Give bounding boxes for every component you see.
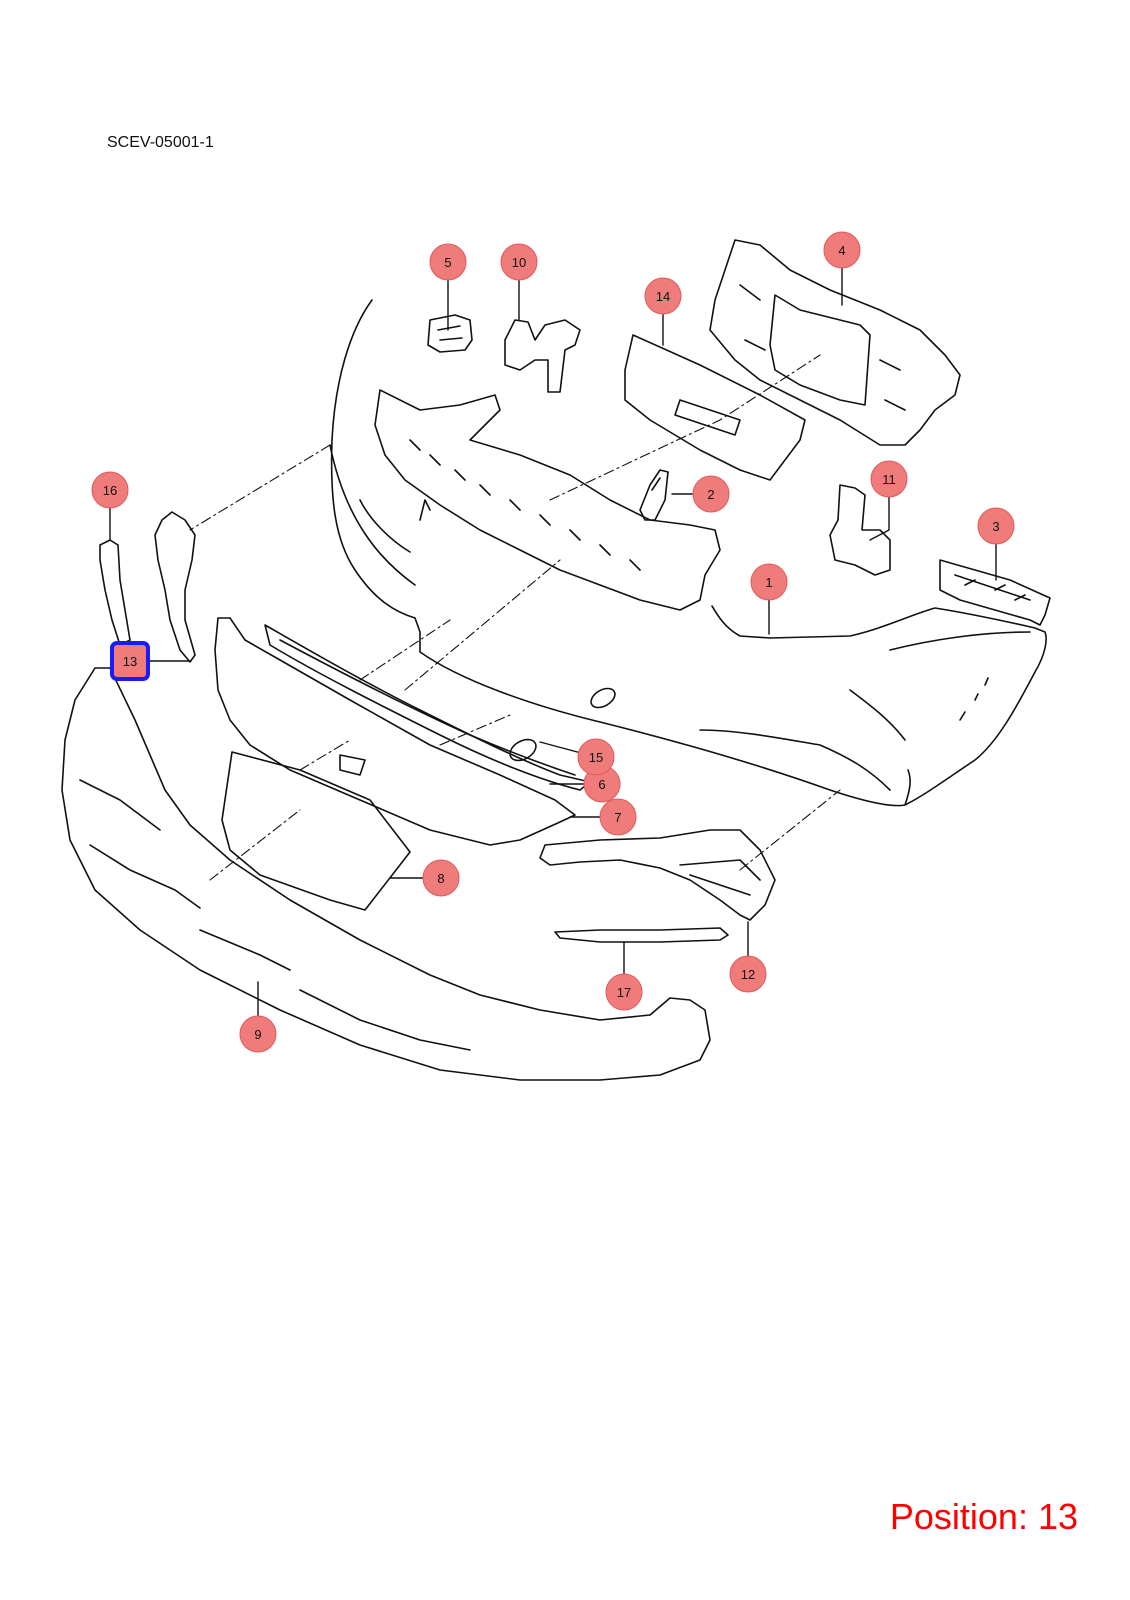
callout-circle <box>977 507 1015 545</box>
callout-label: 1 <box>765 575 772 590</box>
callout-17[interactable]: 17 <box>605 973 643 1011</box>
part-16-trim[interactable] <box>99 539 131 646</box>
callout-4[interactable]: 4 <box>823 231 861 269</box>
callout-13[interactable]: 13 <box>110 641 150 681</box>
part-14-plate[interactable] <box>624 334 806 481</box>
callout-circle <box>750 563 788 601</box>
callout-5[interactable]: 5 <box>429 243 467 281</box>
callout-circle <box>692 475 730 513</box>
callout-1[interactable]: 1 <box>750 563 788 601</box>
assembly-guides <box>189 354 841 881</box>
callout-label: 5 <box>444 255 451 270</box>
diagram-code: SCEV-05001-1 <box>107 134 214 151</box>
part-7-panel[interactable] <box>214 617 576 846</box>
callout-3[interactable]: 3 <box>977 507 1015 545</box>
part-3-bracket[interactable] <box>939 559 1051 626</box>
part-9-lower-bumper[interactable] <box>61 667 711 1081</box>
callout-label: 15 <box>589 750 603 765</box>
callout-2[interactable]: 2 <box>692 475 730 513</box>
callout-circle <box>870 460 908 498</box>
part-4-carrier[interactable] <box>709 239 961 446</box>
callout-circle <box>605 973 643 1011</box>
part-2-bracket[interactable] <box>639 469 669 521</box>
callout-label: 14 <box>656 289 670 304</box>
callout-label: 16 <box>103 483 117 498</box>
part-12-side-grille[interactable] <box>539 829 776 921</box>
callout-label: 4 <box>838 243 845 258</box>
callout-12[interactable]: 12 <box>729 955 767 993</box>
part-17-strip[interactable] <box>554 927 729 943</box>
part-11-bracket[interactable] <box>829 484 891 576</box>
callout-circle <box>577 738 615 776</box>
part-reinforcement-beam[interactable] <box>374 389 721 611</box>
callout-14[interactable]: 14 <box>644 277 682 315</box>
part-5-bracket[interactable] <box>427 314 473 353</box>
callout-circle <box>422 859 460 897</box>
callout-circle <box>429 243 467 281</box>
callout-circle <box>599 798 637 836</box>
callout-label: 11 <box>882 472 896 487</box>
part-6-grille[interactable] <box>264 624 591 791</box>
callout-label: 17 <box>617 985 631 1000</box>
part-10-bracket[interactable] <box>504 319 581 393</box>
position-readout: Position: 13 <box>889 1496 1078 1537</box>
callout-11[interactable]: 11 <box>870 460 908 498</box>
callout-label: 13 <box>123 654 137 669</box>
callout-label: 9 <box>254 1027 261 1042</box>
callout-label: 7 <box>614 810 621 825</box>
selected-callout-frame <box>110 641 150 681</box>
callout-label: 10 <box>512 255 526 270</box>
callout-15[interactable]: 15 <box>577 738 615 776</box>
callout-circle <box>500 243 538 281</box>
callout-10[interactable]: 10 <box>500 243 538 281</box>
callout-circle <box>823 231 861 269</box>
callout-circle <box>729 955 767 993</box>
part-8-plate[interactable] <box>221 751 411 911</box>
callout-label: 6 <box>598 777 605 792</box>
callout-circle <box>239 1015 277 1053</box>
callout-circle <box>644 277 682 315</box>
callout-9[interactable]: 9 <box>239 1015 277 1053</box>
callout-label: 12 <box>741 967 755 982</box>
part-bumper-cover[interactable] <box>329 299 1047 807</box>
callout-8[interactable]: 8 <box>422 859 460 897</box>
part-15-cap[interactable] <box>506 685 618 765</box>
callout-circle <box>91 471 129 509</box>
leader-lines <box>109 249 997 1035</box>
callout-label: 3 <box>992 519 999 534</box>
callout-label: 8 <box>437 871 444 886</box>
callout-16[interactable]: 16 <box>91 471 129 509</box>
callout-label: 2 <box>707 487 714 502</box>
part-13-bracket[interactable] <box>154 511 196 663</box>
callout-7[interactable]: 7 <box>599 798 637 836</box>
